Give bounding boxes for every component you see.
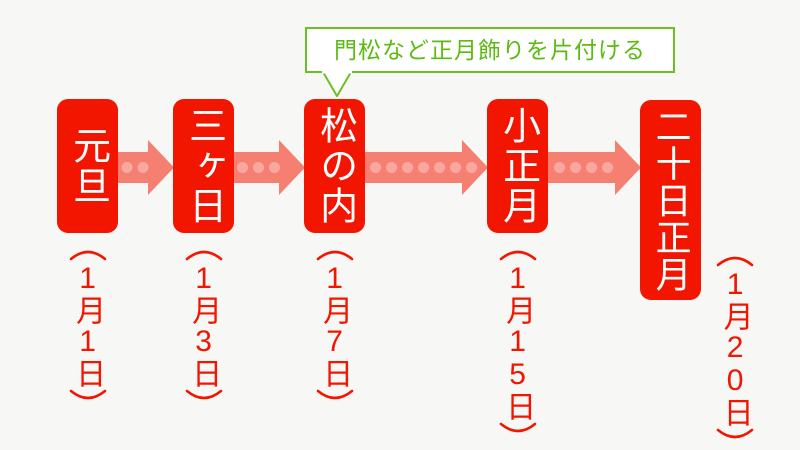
arrow-1 xyxy=(118,140,174,195)
vertical-close-paren-icon xyxy=(316,389,353,400)
vertical-open-paren-icon xyxy=(69,250,106,261)
vertical-open-paren-icon xyxy=(499,250,536,261)
timeline-node-2[interactable]: 三ヶ日 xyxy=(173,99,234,233)
date-label: 1月20日 xyxy=(718,268,752,427)
date-label-group: 1月7日 xyxy=(314,244,356,406)
vertical-open-paren-icon xyxy=(185,250,222,261)
date-label-group: 1月15日 xyxy=(497,244,539,439)
timeline-node-label: 二十日正月 xyxy=(650,107,692,293)
vertical-close-paren-icon xyxy=(185,389,222,400)
vertical-close-paren-icon xyxy=(69,389,106,400)
date-label: 1月7日 xyxy=(318,262,352,388)
vertical-close-paren-icon xyxy=(716,428,754,439)
callout-tail-icon xyxy=(322,70,352,98)
date-label: 1月1日 xyxy=(71,262,105,388)
vertical-open-paren-icon xyxy=(316,250,353,261)
timeline-node-4[interactable]: 小正月 xyxy=(487,99,548,233)
date-label-group: 1月1日 xyxy=(67,244,109,406)
vertical-close-paren-icon xyxy=(499,422,536,433)
timeline-node-3[interactable]: 松の内 xyxy=(304,99,365,233)
date-label: 1月3日 xyxy=(187,262,221,388)
date-label: 1月15日 xyxy=(501,262,535,421)
date-label-group: 1月20日 xyxy=(714,250,756,445)
timeline-node-label: 元旦 xyxy=(66,126,109,206)
arrow-3 xyxy=(365,140,488,195)
timeline-node-5[interactable]: 二十日正月 xyxy=(640,100,701,300)
date-label-group: 1月3日 xyxy=(183,244,225,406)
callout-text: 門松など正月飾りを片付ける xyxy=(334,36,646,63)
timeline-node-label: 三ヶ日 xyxy=(182,106,225,226)
arrow-4 xyxy=(548,140,641,195)
timeline-node-label: 小正月 xyxy=(496,106,539,226)
timeline-node-1[interactable]: 元旦 xyxy=(57,99,118,233)
arrow-2 xyxy=(234,140,305,195)
callout-bubble: 門松など正月飾りを片付ける xyxy=(305,27,675,73)
vertical-open-paren-icon xyxy=(716,256,754,267)
timeline-node-label: 松の内 xyxy=(313,106,356,226)
